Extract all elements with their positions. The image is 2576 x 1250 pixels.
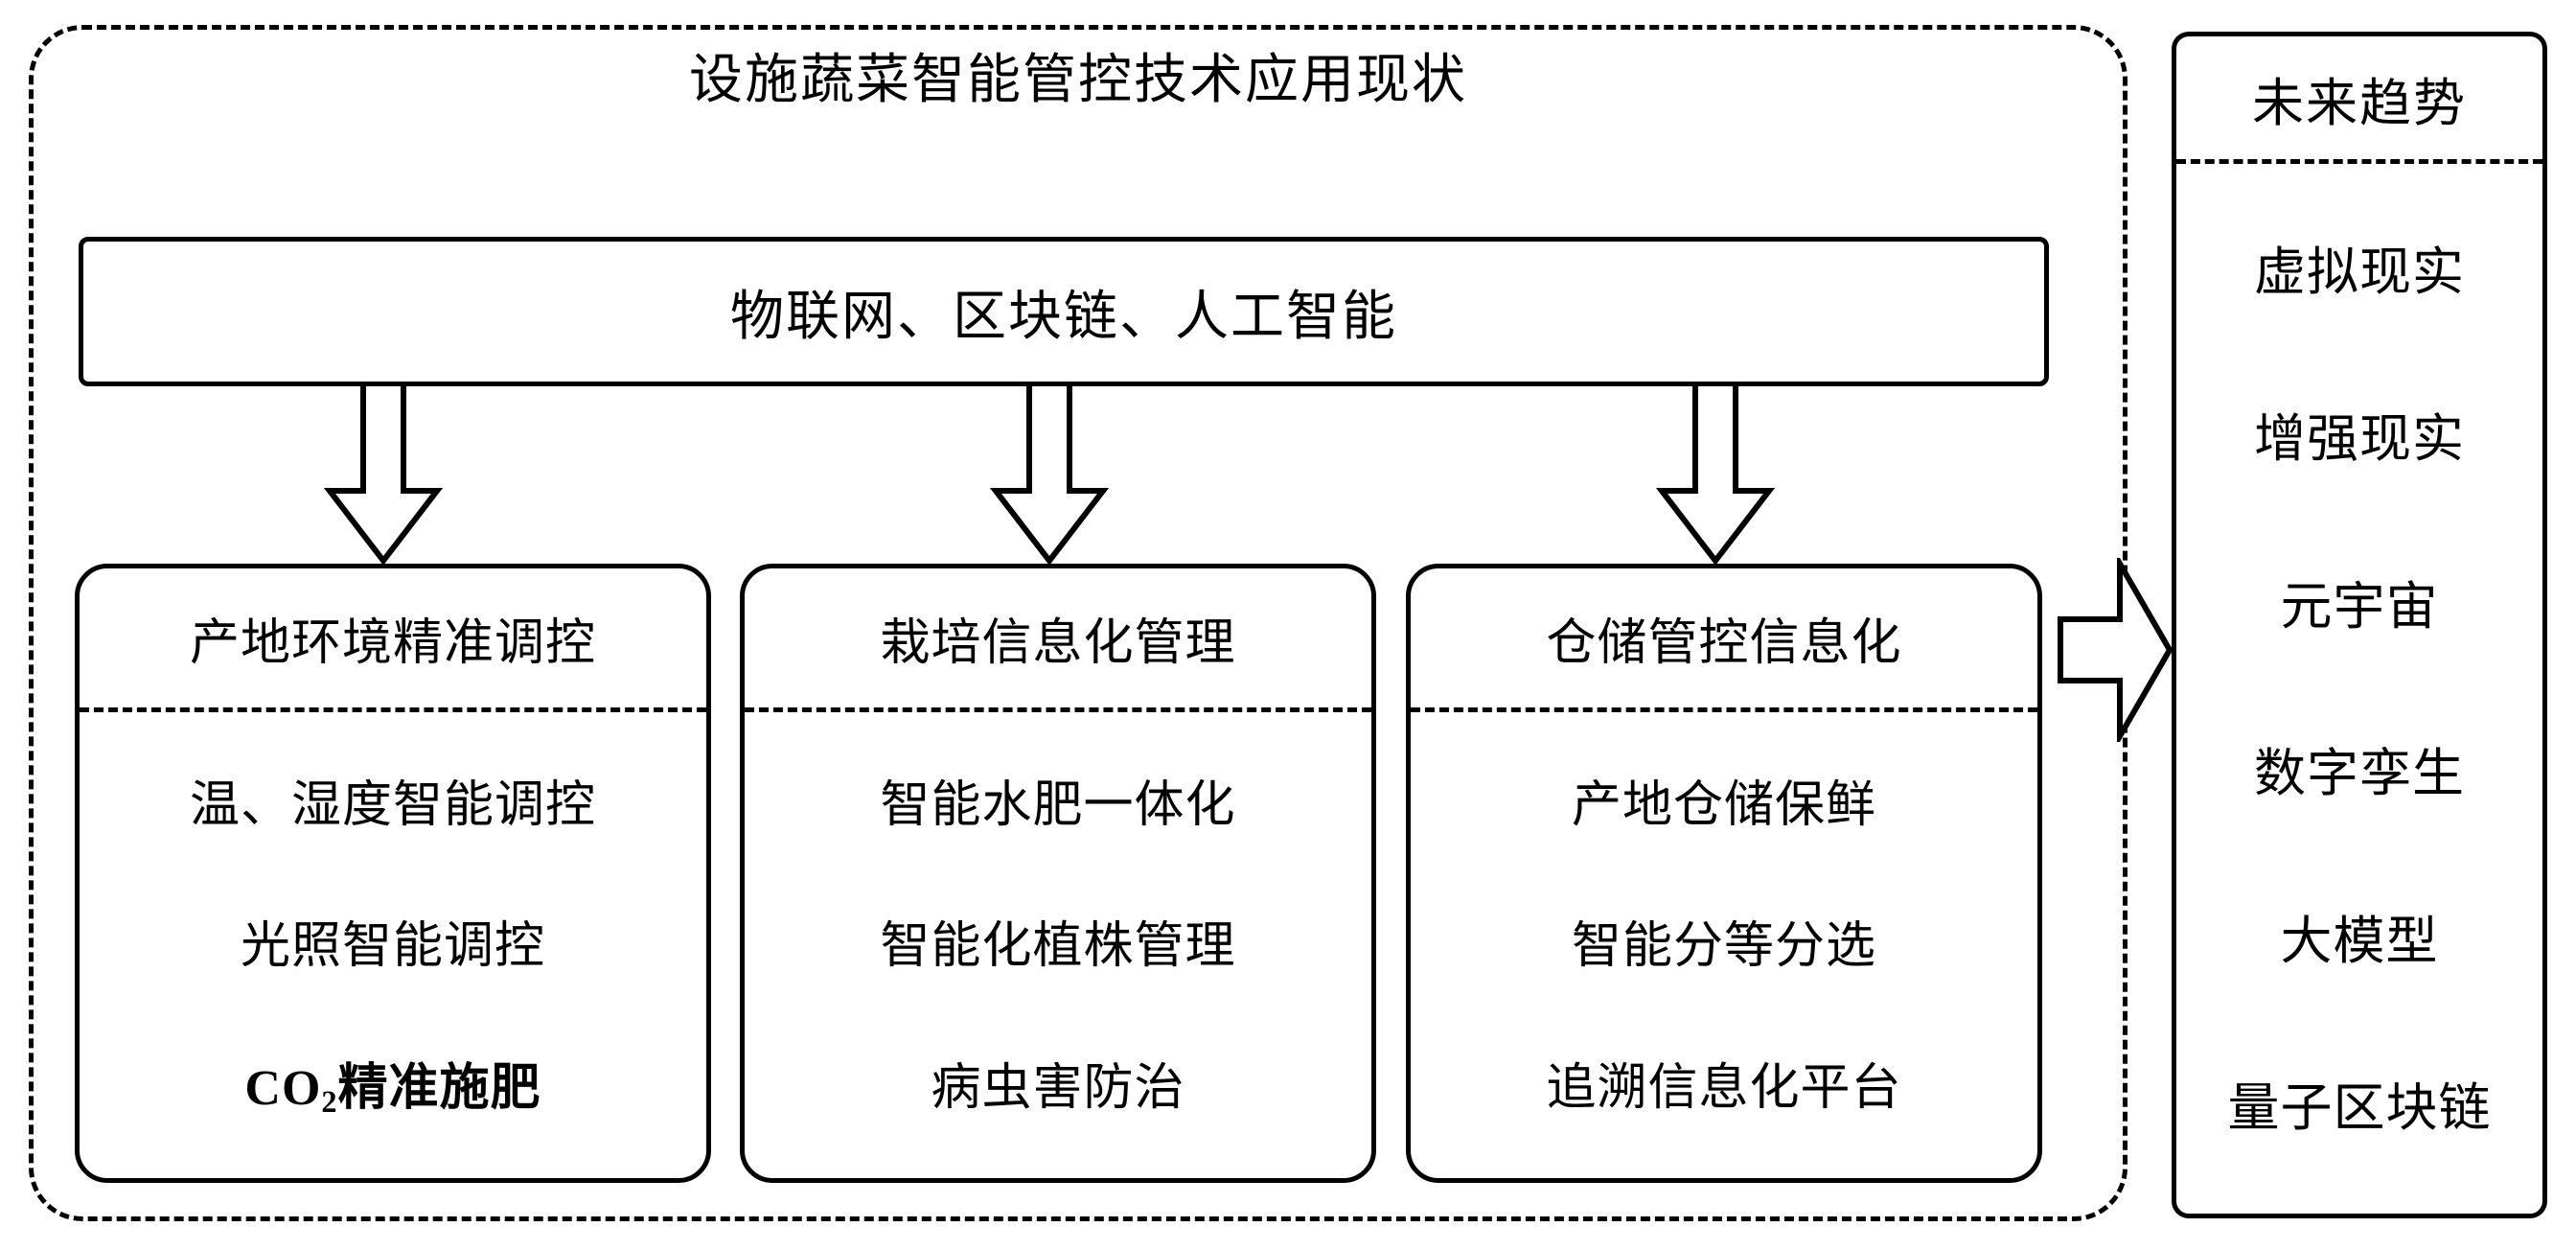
card-divider-1	[80, 707, 706, 712]
category-card-cultivation-management: 栽培信息化管理 智能水肥一体化 智能化植株管理 病虫害防治	[740, 564, 1376, 1183]
trend-item-3: 元宇宙	[2280, 577, 2439, 636]
co2-formula-subscript: 2	[321, 1084, 338, 1120]
card-divider-2	[745, 707, 1371, 712]
card-divider-3	[1411, 707, 2037, 712]
trend-item-5: 大模型	[2280, 912, 2439, 970]
future-trends-panel: 未来趋势 虚拟现实 增强现实 元宇宙 数字孪生 大模型 量子区块链	[2172, 32, 2547, 1218]
card-header-1: 产地环境精准调控	[189, 616, 596, 671]
co2-formula-prefix: CO	[244, 1060, 322, 1116]
card-item-1-1: 温、湿度智能调控	[189, 778, 596, 834]
category-card-production-environment: 产地环境精准调控 温、湿度智能调控 光照智能调控 CO2精准施肥	[75, 564, 711, 1183]
down-block-arrow-icon-1	[324, 383, 443, 566]
future-trends-divider	[2176, 159, 2542, 164]
card-item-2-3: 病虫害防治	[931, 1060, 1185, 1116]
trend-item-1: 虚拟现实	[2254, 243, 2465, 301]
trend-item-4: 数字孪生	[2254, 745, 2465, 803]
card-item-1-3: CO2精准施肥	[244, 1047, 540, 1119]
card-body-2: 智能水肥一体化 智能化植株管理 病虫害防治	[745, 712, 1371, 1178]
trend-item-2: 增强现实	[2254, 410, 2465, 469]
trend-item-6: 量子区块链	[2227, 1079, 2492, 1138]
enabling-technologies-box: 物联网、区块链、人工智能	[79, 237, 2049, 386]
future-trends-header: 未来趋势	[2252, 74, 2467, 132]
down-block-arrow-icon-2	[990, 383, 1109, 566]
card-item-1-2: 光照智能调控	[240, 919, 545, 975]
card-item-2-2: 智能化植株管理	[880, 919, 1236, 975]
card-item-2-1: 智能水肥一体化	[880, 778, 1236, 834]
card-header-2: 栽培信息化管理	[880, 616, 1236, 671]
enabling-technologies-label: 物联网、区块链、人工智能	[730, 287, 1397, 347]
page-title: 设施蔬菜智能管控技术应用现状	[689, 51, 1467, 110]
future-trends-body: 虚拟现实 增强现实 元宇宙 数字孪生 大模型 量子区块链	[2176, 164, 2542, 1214]
card-item-3-2: 智能分等分选	[1571, 919, 1876, 975]
card-item-3-3: 追溯信息化平台	[1546, 1060, 1902, 1116]
co2-formula-tail: 精准施肥	[337, 1060, 541, 1116]
category-card-storage-management: 仓储管控信息化 产地仓储保鲜 智能分等分选 追溯信息化平台	[1406, 564, 2042, 1183]
down-block-arrow-icon-3	[1656, 383, 1775, 566]
card-body-3: 产地仓储保鲜 智能分等分选 追溯信息化平台	[1411, 712, 2037, 1178]
card-item-3-1: 产地仓储保鲜	[1571, 778, 1876, 834]
right-block-arrow-icon	[2057, 558, 2174, 742]
card-header-3: 仓储管控信息化	[1546, 616, 1902, 671]
card-body-1: 温、湿度智能调控 光照智能调控 CO2精准施肥	[80, 712, 706, 1178]
